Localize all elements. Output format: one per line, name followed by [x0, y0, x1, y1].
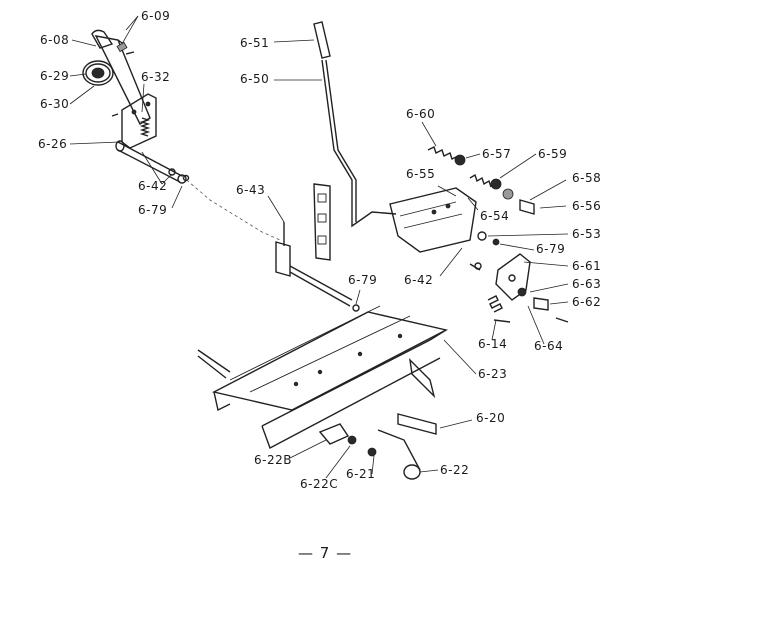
label-6-51: 6-51 — [240, 36, 270, 50]
leader-lines — [69, 15, 569, 479]
label-6-21: 6-21 — [346, 467, 376, 481]
label-6-59: 6-59 — [538, 147, 568, 161]
label-6-23: 6-23 — [478, 367, 508, 381]
label-6-30: 6-30 — [40, 97, 70, 111]
label-6-42-right: 6-42 — [404, 273, 434, 287]
page-number: — 7 — — [298, 544, 353, 562]
label-6-61: 6-61 — [572, 259, 602, 273]
frame-assembly — [197, 305, 449, 480]
label-6-26: 6-26 — [38, 137, 68, 151]
label-6-55: 6-55 — [406, 167, 436, 181]
label-6-57: 6-57 — [482, 147, 512, 161]
pivot-plate-assembly — [275, 183, 360, 312]
label-6-63: 6-63 — [572, 277, 602, 291]
label-6-29: 6-29 — [40, 69, 70, 83]
label-6-22C: 6-22C — [300, 477, 339, 491]
label-6-64: 6-64 — [534, 339, 564, 353]
shift-lever — [313, 21, 397, 228]
right-mechanism — [389, 146, 569, 323]
label-6-79-center: 6-79 — [348, 273, 378, 287]
label-6-20: 6-20 — [476, 411, 506, 425]
label-6-14: 6-14 — [478, 337, 508, 351]
label-6-43: 6-43 — [236, 183, 266, 197]
label-6-08: 6-08 — [40, 33, 70, 47]
label-6-42-left: 6-42 — [138, 179, 168, 193]
label-6-50: 6-50 — [240, 72, 270, 86]
label-6-62: 6-62 — [572, 295, 602, 309]
label-6-56: 6-56 — [572, 199, 602, 213]
label-6-79-left: 6-79 — [138, 203, 168, 217]
label-6-53: 6-53 — [572, 227, 602, 241]
label-6-22: 6-22 — [440, 463, 470, 477]
label-6-09: 6-09 — [141, 9, 171, 23]
label-6-60: 6-60 — [406, 107, 436, 121]
label-6-79-right: 6-79 — [536, 242, 566, 256]
label-6-54: 6-54 — [480, 209, 510, 223]
label-6-58: 6-58 — [572, 171, 602, 185]
label-6-32: 6-32 — [141, 70, 171, 84]
label-6-22B: 6-22B — [254, 453, 292, 467]
upper-left-lever-assembly — [82, 29, 281, 241]
